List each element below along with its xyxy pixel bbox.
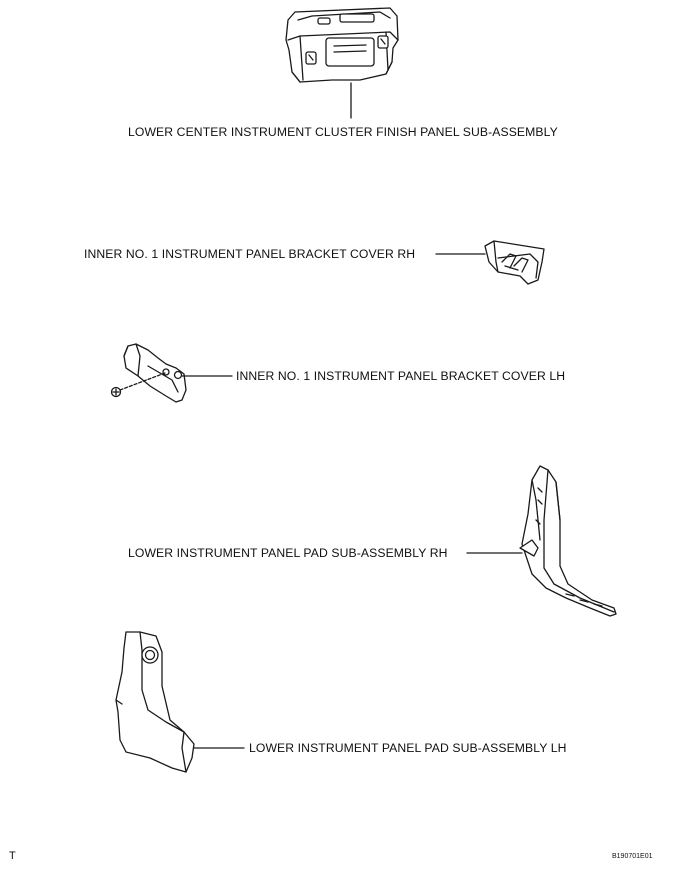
label-rh-bracket-cover: INNER NO. 1 INSTRUMENT PANEL BRACKET COV… (84, 247, 416, 261)
rh-bracket-cover-illustration (484, 240, 545, 285)
pad-rh-illustration (519, 465, 617, 617)
label-pad-rh: LOWER INSTRUMENT PANEL PAD SUB-ASSEMBLY … (128, 546, 448, 560)
label-center-finish-panel: LOWER CENTER INSTRUMENT CLUSTER FINISH P… (128, 125, 558, 139)
screw-icon (110, 386, 122, 398)
label-pad-lh: LOWER INSTRUMENT PANEL PAD SUB-ASSEMBLY … (249, 741, 567, 755)
lh-bracket-cover-illustration (123, 343, 187, 403)
pad-lh-illustration (115, 631, 195, 773)
center-finish-panel-illustration (285, 7, 399, 83)
screw-dashed-line (119, 372, 166, 391)
label-lh-bracket-cover: INNER NO. 1 INSTRUMENT PANEL BRACKET COV… (236, 369, 566, 383)
corner-mark: T (9, 850, 16, 862)
figure-code: B190701E01 (612, 853, 653, 860)
